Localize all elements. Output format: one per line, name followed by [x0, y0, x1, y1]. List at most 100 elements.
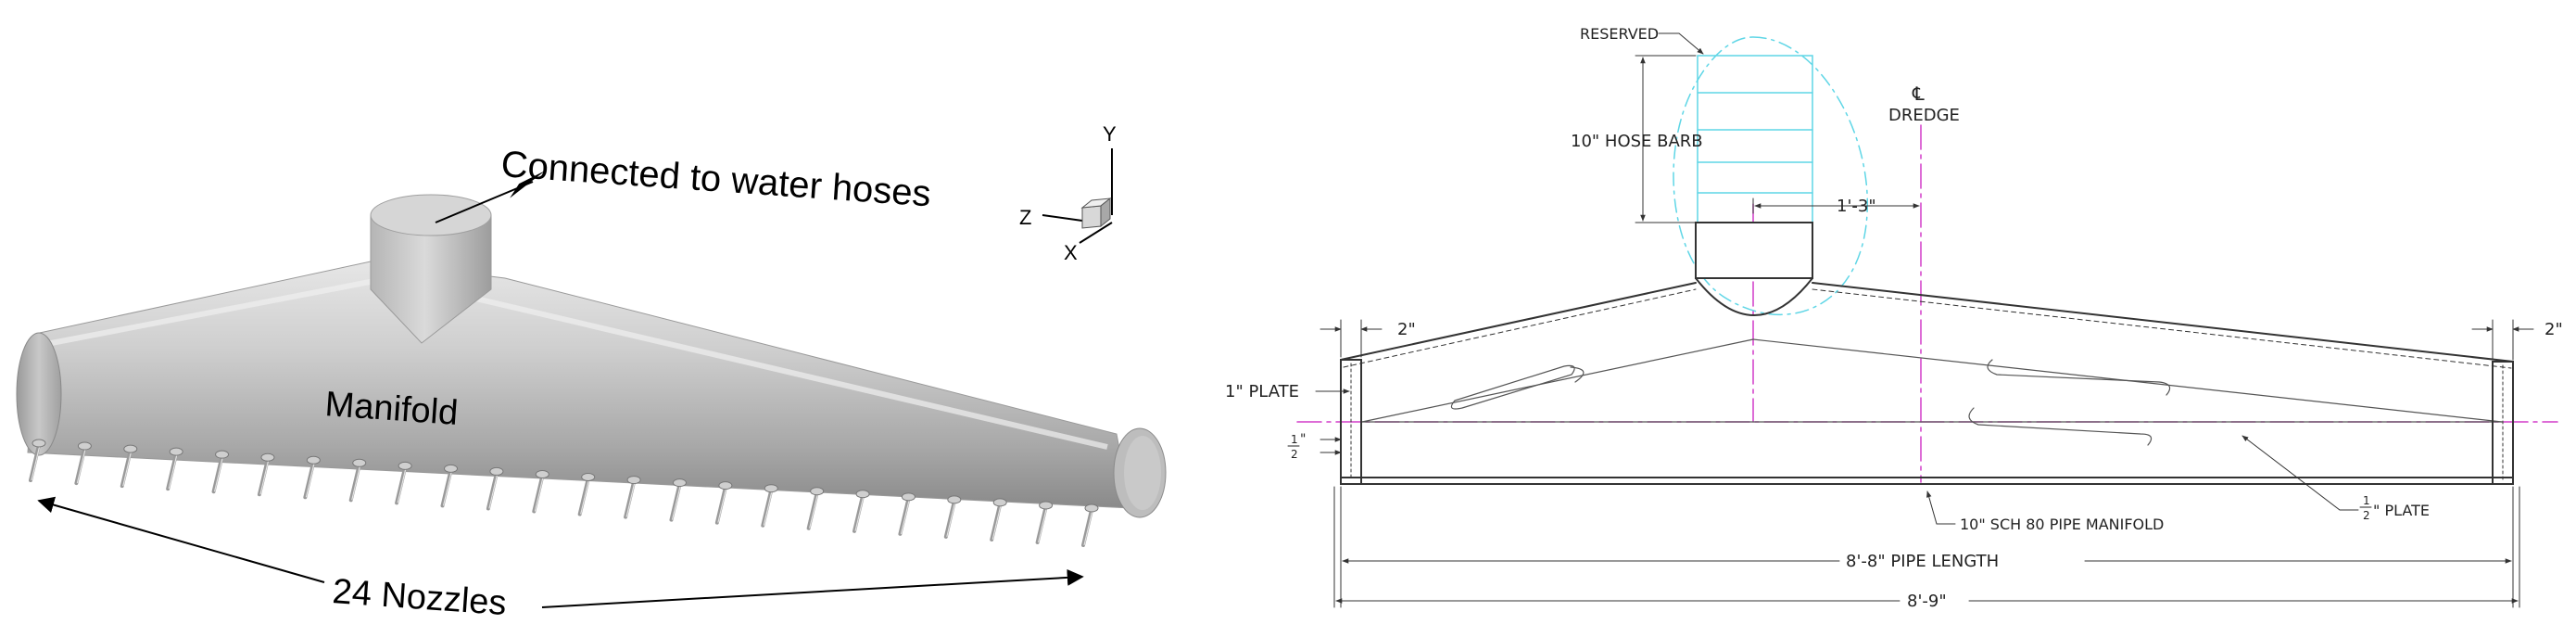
reserved-hose-zone [1673, 36, 1868, 316]
nozzle-stem [577, 477, 590, 516]
nozzle-collar [352, 458, 367, 467]
nozzle-stem [74, 446, 87, 486]
nozzle-highlight [717, 487, 727, 523]
nozzle-stem [761, 488, 774, 528]
nozzle [166, 447, 183, 491]
label-overall-length: 8'-9" [1907, 592, 1947, 611]
nozzle-highlight [168, 452, 178, 490]
nozzle-highlight [625, 481, 636, 517]
nozzle-collar [581, 473, 596, 482]
nozzle [74, 441, 92, 486]
label-half-num-left: 1 [1291, 433, 1298, 446]
nozzle [1035, 501, 1054, 544]
annotation-connected: Connected to water hoses [499, 144, 932, 214]
nozzle [624, 476, 641, 519]
nozzle-collar [535, 469, 549, 478]
axis-cube-side [1100, 197, 1111, 228]
cad-panel: RESERVED 10" HOSE BARB ℄ DREDGE 1'-3" 2"… [1225, 25, 2563, 611]
nozzle-highlight [1038, 506, 1048, 543]
axis-triad: Y Z X [1019, 122, 1117, 264]
top-right-inner [1812, 288, 2512, 369]
nozzle-stem [532, 474, 545, 514]
baffle-right-top [1987, 359, 2171, 396]
nozzle-highlight [991, 503, 1002, 541]
nozzle-group [29, 439, 1099, 547]
nozzle-highlight [488, 473, 499, 509]
nozzle-collar [260, 452, 275, 462]
label-half-den-left: 2 [1291, 448, 1298, 461]
nozzle-highlight [442, 470, 453, 506]
label-hose-barb: 10" HOSE BARB [1571, 132, 1703, 151]
annotation-nozzles: 24 Nozzles [331, 572, 507, 623]
nozzle-highlight [671, 484, 682, 520]
left-end-cap [16, 332, 62, 456]
nozzle [669, 478, 687, 522]
label-plate-left: 1" PLATE [1225, 382, 1299, 401]
nozzle-highlight [397, 467, 407, 503]
nozzle [486, 466, 504, 511]
cad-text: RESERVED 10" HOSE BARB ℄ DREDGE 1'-3" 2"… [1225, 25, 2563, 611]
manifold-outline [1340, 282, 2514, 485]
nozzle [852, 490, 870, 533]
nozzle-stem [120, 449, 133, 489]
nozzle-stem [395, 465, 408, 505]
riser-rect [1695, 222, 1813, 279]
nozzle-highlight [76, 447, 86, 484]
nozzle-highlight [946, 501, 956, 538]
label-reserved: RESERVED [1580, 25, 1659, 43]
axis-x-line [1079, 222, 1113, 244]
end-flange-left [1340, 359, 1362, 485]
centerlines [1296, 124, 2558, 483]
nozzle-collar [32, 439, 46, 448]
end-flange-right [2492, 361, 2514, 485]
nozzle-highlight [31, 444, 41, 481]
nozzle [348, 458, 367, 503]
plate-left [1361, 338, 1754, 423]
nozzle-stem [714, 485, 727, 525]
nozzle [714, 481, 733, 525]
nozzle-collar [77, 441, 92, 451]
nozzle-highlight [900, 498, 911, 534]
label-half-plate: " PLATE [2373, 502, 2430, 519]
axis-y-label: Y [1103, 122, 1117, 146]
nozzle-collar [444, 464, 459, 473]
nozzle-stem [852, 493, 865, 533]
manifold-body [27, 261, 1131, 509]
nozzle-stem [669, 482, 682, 522]
manifold-leader [1926, 490, 1956, 525]
nozzle-highlight [809, 492, 819, 529]
nozzle [532, 469, 549, 514]
label-dim-right-top: 2" [2544, 320, 2563, 339]
nozzle-highlight [122, 450, 133, 487]
nozzle [29, 439, 46, 482]
dimensions [1315, 32, 2534, 608]
baffle-left [1450, 364, 1575, 410]
nozzle-collar [215, 450, 230, 459]
top-left-edge [1340, 282, 1697, 361]
nozzle-collar [947, 495, 962, 504]
nozzle [120, 444, 138, 489]
top-left-inner [1343, 288, 1697, 368]
axis-z-line [1042, 214, 1083, 222]
riser-top [370, 194, 492, 236]
nozzle-stem [806, 490, 819, 530]
reserved-leader [1658, 32, 1704, 55]
label-dim-left-top: 2" [1397, 320, 1416, 339]
nozzle-collar [672, 478, 687, 488]
baffles [1450, 359, 2171, 446]
nozzle-collar [169, 447, 183, 456]
nozzle-highlight [854, 495, 865, 531]
nozzle-stem [486, 471, 499, 511]
annotation-manifold: Manifold [323, 385, 459, 433]
nozzle-highlight [351, 465, 361, 501]
riser-outline [1695, 222, 1813, 316]
nozzle [943, 495, 962, 539]
nozzle [395, 461, 412, 505]
baffle-left-hook [1570, 366, 1585, 383]
nozzle-collar [901, 492, 915, 502]
nozzle-collar [718, 481, 733, 490]
nozzle-stem [624, 479, 637, 519]
axis-z-label: Z [1019, 206, 1031, 229]
